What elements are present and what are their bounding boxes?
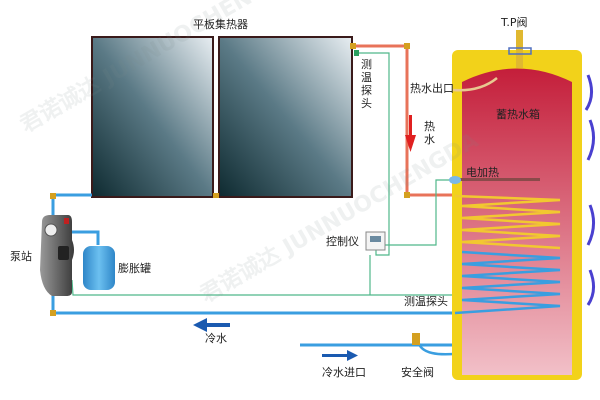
collector-title: 平板集热器 xyxy=(193,18,248,31)
controller-label: 控制仪 xyxy=(326,235,359,248)
heat-exchanger-coil xyxy=(454,194,561,315)
sensor-line-top xyxy=(356,52,390,256)
cold-return-pipe xyxy=(51,295,452,315)
temp-probe-top-label: 测温探头 xyxy=(361,58,372,110)
safety-valve-label: 安全阀 xyxy=(401,366,434,379)
safety-valve-icon xyxy=(412,333,420,345)
electric-heater-label: 电加热 xyxy=(466,166,499,179)
cold-inlet-arrow xyxy=(322,350,358,361)
sensor-line-tank xyxy=(385,179,455,246)
collector-return-pipe xyxy=(51,193,92,218)
collector-panel-left xyxy=(91,36,214,198)
panel-connector xyxy=(213,193,219,198)
tp-valve-icon xyxy=(516,30,523,68)
temp-probe-bottom-label: 测温探头 xyxy=(404,295,448,308)
hot-water-arrow xyxy=(405,115,416,152)
storage-tank-label: 蓄热水箱 xyxy=(496,108,540,121)
hot-water-outlet-label: 热水出口 xyxy=(410,82,454,95)
pump-station-label: 泵站 xyxy=(10,250,32,263)
tp-valve-label: T.P阀 xyxy=(501,16,528,29)
cold-water-arrow xyxy=(193,318,230,332)
expansion-tank-icon xyxy=(83,246,115,290)
hot-water-pipe xyxy=(352,44,452,197)
sensor-line-bottom xyxy=(71,279,452,296)
expansion-pipe xyxy=(70,230,100,245)
hot-water-label: 热水 xyxy=(424,120,435,146)
expansion-tank-label: 膨胀罐 xyxy=(118,262,151,275)
pressure-gauge-icon xyxy=(44,223,58,237)
hot-outlet-pipe xyxy=(452,77,498,92)
electric-heater-icon xyxy=(460,178,540,181)
collector-panel-right xyxy=(218,36,353,198)
cold-water-inlet-label: 冷水进口 xyxy=(322,366,366,379)
cold-water-label: 冷水 xyxy=(205,332,227,345)
